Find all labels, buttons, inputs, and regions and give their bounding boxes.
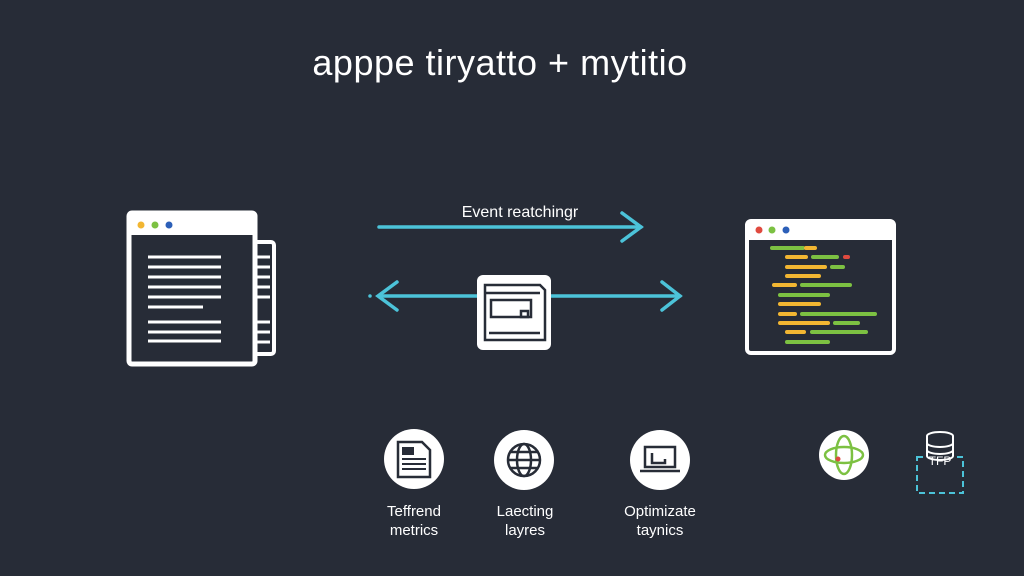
atom-icon — [819, 430, 869, 480]
feature-label-metrics: Teffrend metrics — [349, 502, 479, 540]
feature-label-line: layres — [504, 522, 545, 539]
feature-label-layers: Laecting layres — [460, 502, 590, 540]
document-icon — [384, 429, 444, 489]
globe-icon — [494, 430, 554, 490]
feature-label-line: Teffrend — [387, 503, 441, 520]
browser-window-icon — [477, 275, 551, 350]
database-label: TFP — [929, 454, 952, 468]
database-icon: TFP — [916, 431, 964, 494]
feature-label-line: metrics — [389, 522, 439, 539]
document-window-icon — [126, 210, 276, 367]
feature-label-optimize: Optimizate taynics — [595, 502, 725, 540]
right-arrow — [377, 211, 644, 243]
feature-label-line: Optimizate — [624, 503, 696, 520]
feature-label-line: Laecting — [496, 503, 554, 520]
page-title: apppe tiryatto + mytitio — [312, 42, 688, 83]
arrow-label: Event reatchingr — [461, 204, 579, 221]
feature-label-line: taynics — [636, 522, 684, 539]
code-editor-window-icon — [745, 219, 896, 355]
laptop-icon — [630, 430, 690, 490]
